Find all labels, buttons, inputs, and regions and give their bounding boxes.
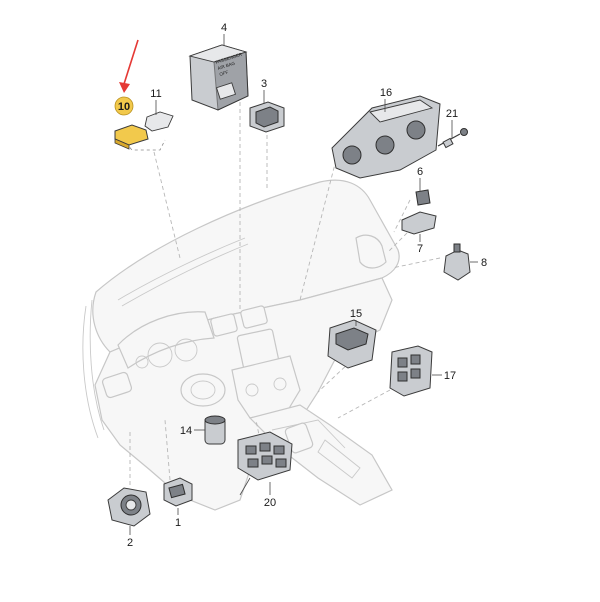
part-1-switch <box>163 477 193 507</box>
part-8-sensor <box>443 243 471 281</box>
right-vent <box>355 234 387 269</box>
centre-vent-right <box>240 305 268 329</box>
part-14-knob <box>204 415 226 445</box>
left-vent <box>101 371 133 399</box>
climate-knob-middle <box>375 135 395 155</box>
centre-vent-left <box>210 313 238 337</box>
airbag-text-line3: OFF <box>219 69 229 77</box>
a-pillar <box>89 299 105 431</box>
defroster-vent <box>117 237 246 301</box>
part-21-sensor <box>437 128 468 149</box>
callout-10: 10 <box>118 101 130 113</box>
callout-15: 20 <box>264 497 276 509</box>
callout-17: 17 <box>444 370 456 382</box>
callout-10-badge <box>114 96 134 116</box>
dashboard-outline <box>82 179 400 511</box>
steering-column <box>180 373 226 407</box>
location-lines <box>125 95 441 485</box>
callout-21: 21 <box>446 108 458 120</box>
part-4-passenger-airbag-indicator: PASSENGER AIR BAG OFF <box>188 44 249 111</box>
arrow-head-icon <box>119 82 130 93</box>
callout-2: 2 <box>127 537 133 549</box>
dash-top-panel <box>92 179 400 353</box>
part-11-cap <box>144 111 174 132</box>
part-20-climate-control <box>331 95 441 179</box>
callout-3: 3 <box>261 78 267 90</box>
gauge-right <box>174 338 198 362</box>
callout-leaders <box>129 34 478 535</box>
part-7-bracket <box>401 211 437 235</box>
climate-knob-left <box>342 145 362 165</box>
callout-14: 14 <box>180 425 192 437</box>
callout-6: 6 <box>417 166 423 178</box>
part-10-cover <box>114 124 149 150</box>
callout-4: 4 <box>221 22 227 34</box>
callout-7: 7 <box>417 243 423 255</box>
callout-1: 1 <box>175 517 181 529</box>
part-3-switch <box>249 101 285 133</box>
gauge-left <box>147 342 173 368</box>
part-6-clip <box>415 189 431 206</box>
part-16-switch-block <box>327 319 377 369</box>
instrument-hood <box>117 311 215 369</box>
red-pointer-arrow <box>119 39 139 93</box>
callout-8: 8 <box>481 257 487 269</box>
part-15-switch-module <box>237 431 293 481</box>
callout-11: 11 <box>150 88 161 100</box>
climate-knob-right <box>406 120 426 140</box>
callout-16: 15 <box>350 308 362 320</box>
part-17-switch-panel <box>389 345 433 397</box>
part-2-light-switch <box>107 487 151 527</box>
airbag-text-line2: AIR BAG <box>217 60 236 71</box>
callout-20: 16 <box>380 87 392 99</box>
callout-labels: 10 11 4 3 16 21 6 7 8 15 17 14 20 2 1 <box>114 22 487 549</box>
